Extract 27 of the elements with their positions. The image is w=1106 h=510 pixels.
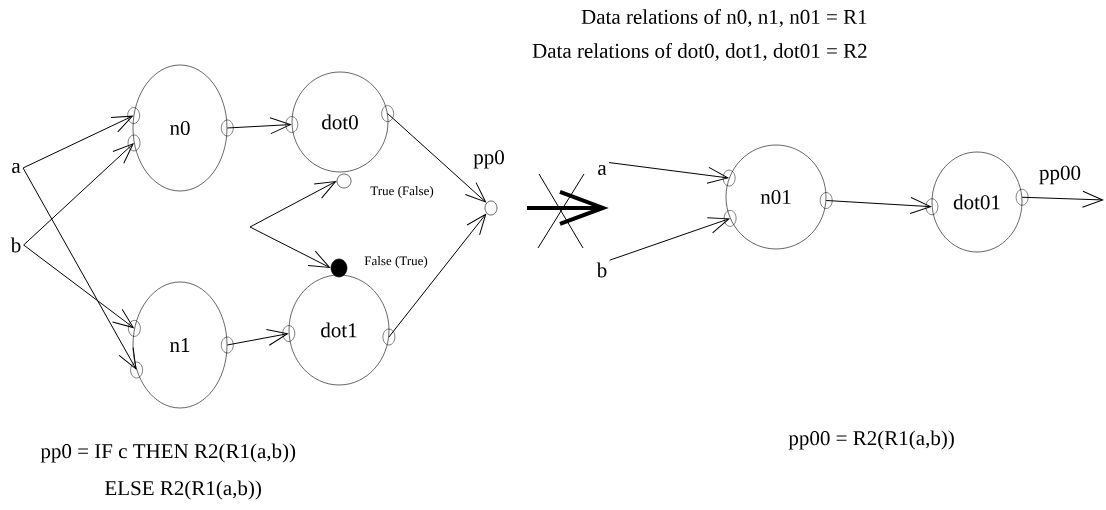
arrow <box>388 213 487 338</box>
input-label: b <box>596 262 607 278</box>
input-label: a <box>12 162 21 173</box>
arrow <box>22 115 133 169</box>
arrow <box>249 181 336 228</box>
port-label: True (False) <box>370 186 434 198</box>
text-label: Data relations of dot0, dot1, dot01 = R2 <box>532 43 867 61</box>
arrow <box>608 162 729 184</box>
text-label: pp00 = R2(R1(a,b)) <box>788 430 954 450</box>
edge-label: pp00 <box>1038 164 1082 186</box>
arrow <box>23 244 134 329</box>
arrow <box>226 329 288 346</box>
arrow <box>609 217 730 261</box>
arrow <box>387 113 487 203</box>
arrow <box>1021 190 1104 208</box>
text-label: pp0 = IF c THEN R2(R1(a,b)) <box>40 443 296 463</box>
port-label: False (True) <box>364 256 428 268</box>
text-label: Data relations of n0, n1, n01 = R1 <box>581 9 867 27</box>
port-label: pp0 <box>473 150 504 169</box>
text-label: ELSE R2(R1(a,b)) <box>105 480 261 500</box>
arrow <box>825 197 932 214</box>
arrow <box>249 226 330 268</box>
input-label: a <box>598 164 607 175</box>
arrow <box>226 117 291 135</box>
arrow <box>22 167 137 370</box>
input-label: b <box>10 237 21 253</box>
arrow <box>23 143 134 246</box>
